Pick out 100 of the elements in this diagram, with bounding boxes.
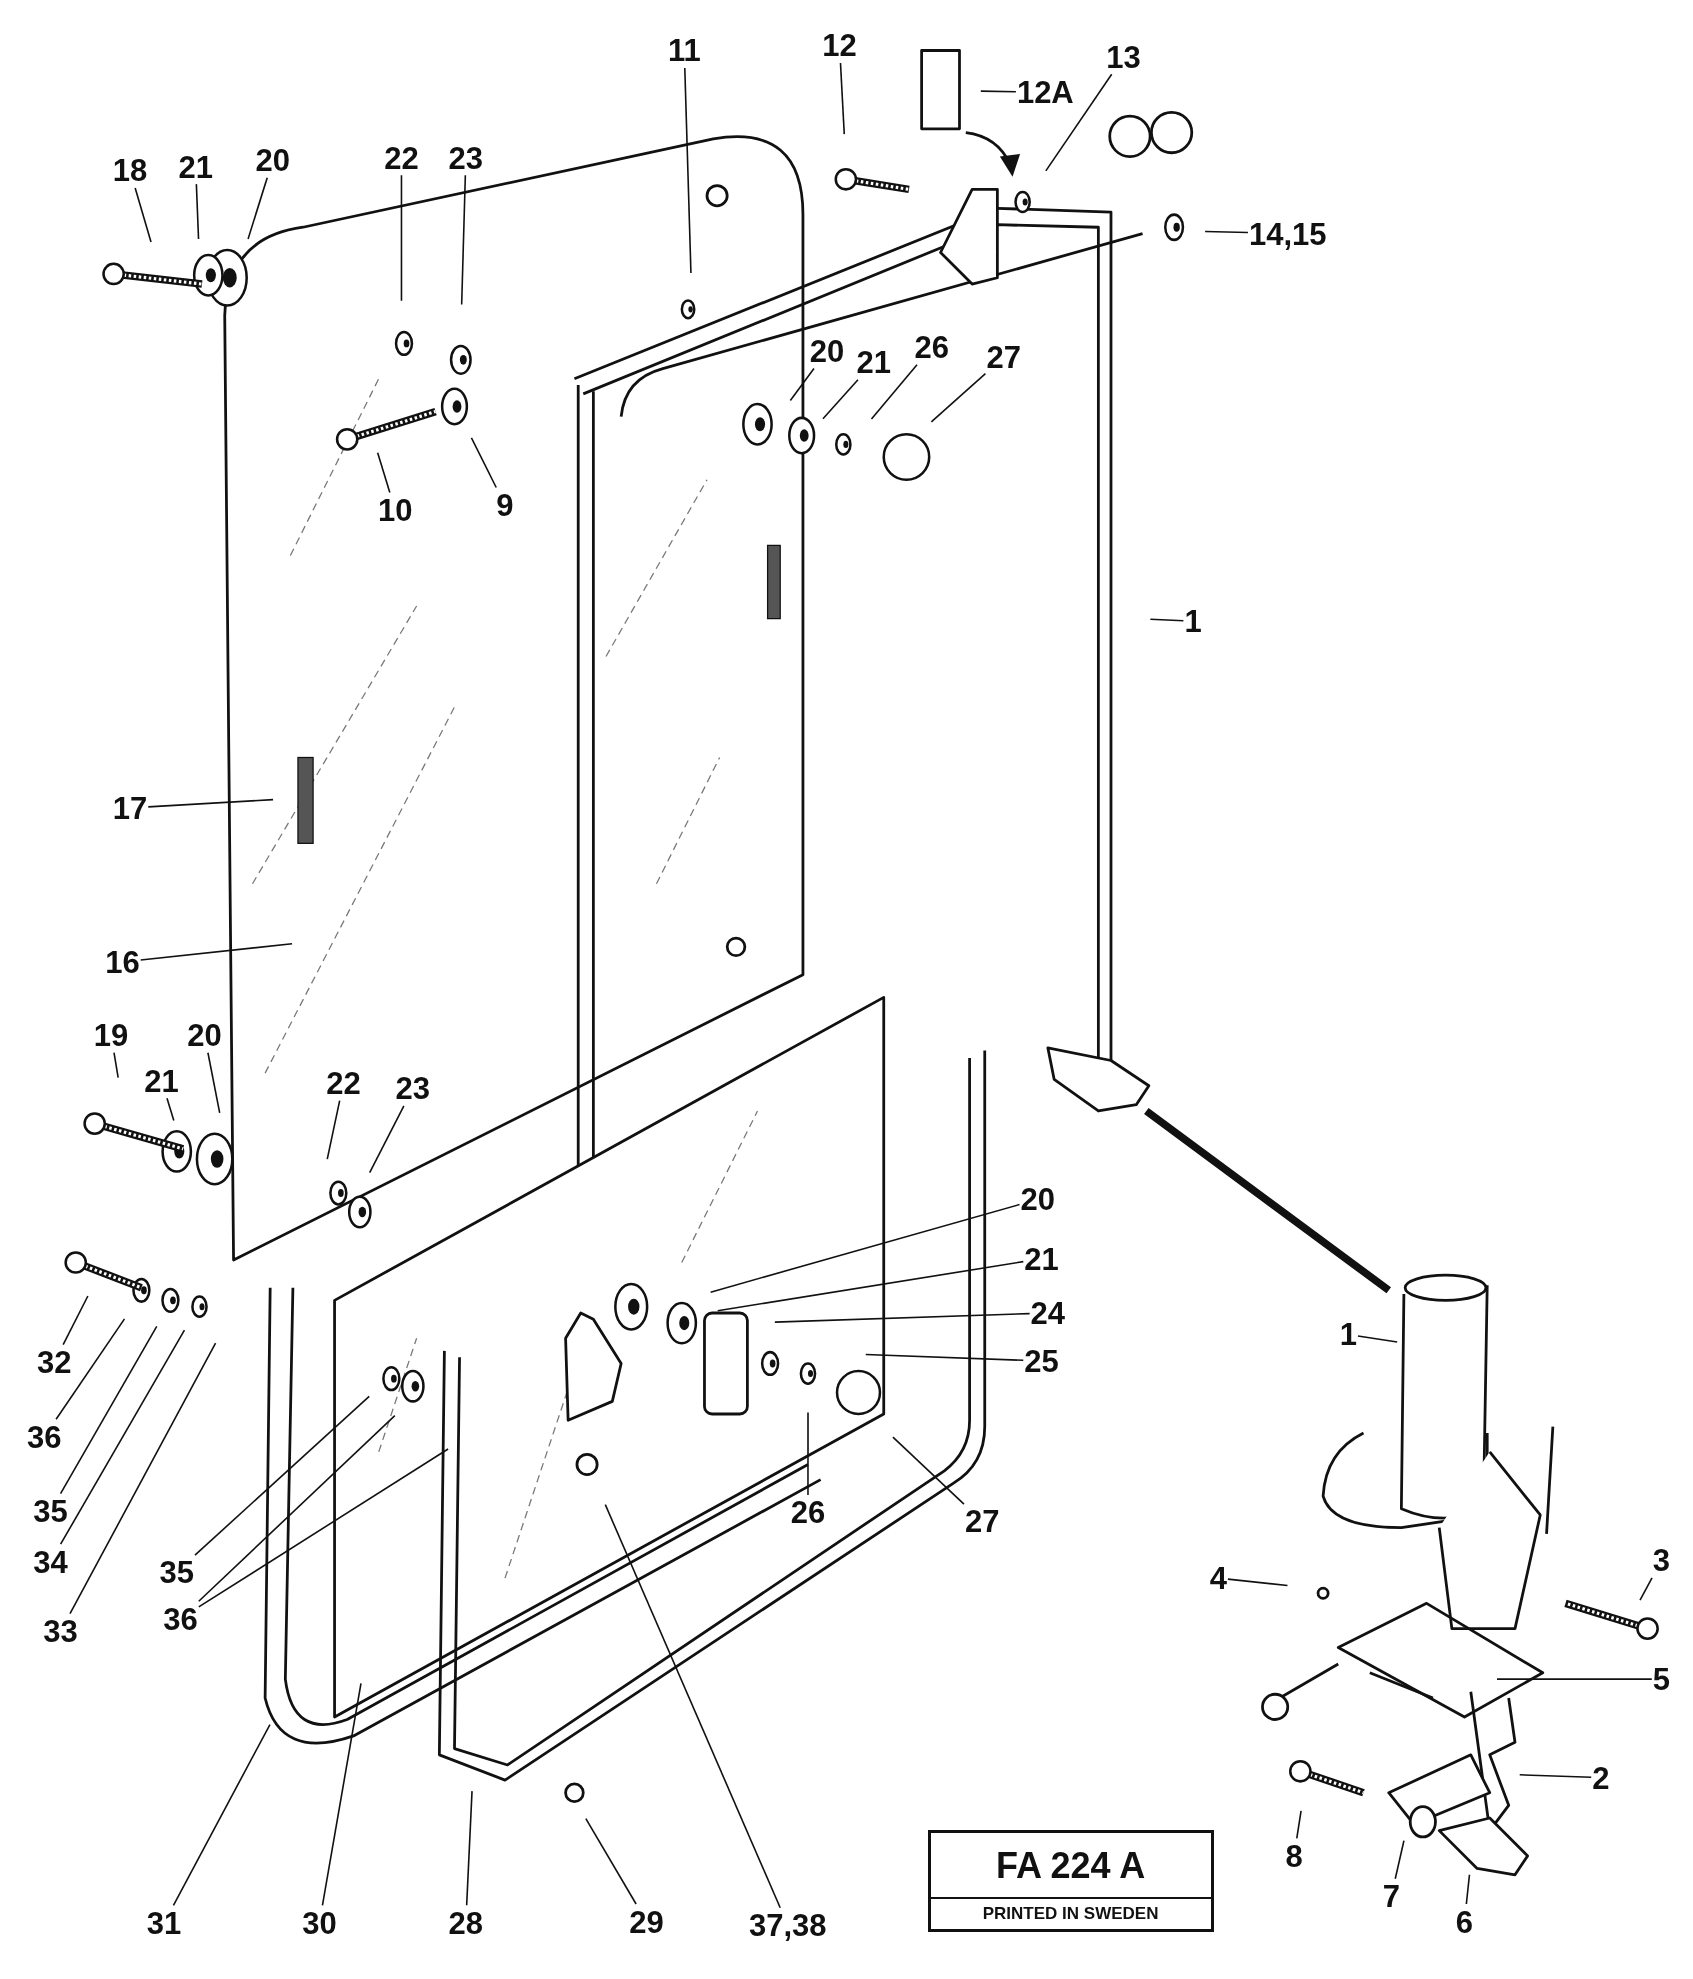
title-block (927, 1830, 1214, 1933)
leader-line (1227, 1578, 1289, 1587)
leader-line (166, 1097, 175, 1122)
leader-line (465, 1790, 473, 1907)
callout-number: 8 (1284, 1838, 1304, 1874)
leader-line (1149, 618, 1185, 622)
leader-line (69, 1342, 217, 1615)
leader-line (197, 1414, 396, 1603)
callout-number: 14,15 (1247, 216, 1328, 252)
callout-number: 6 (1454, 1904, 1475, 1939)
callout-number: 10 (376, 492, 414, 528)
leader-line (195, 183, 200, 240)
callout-number: 31 (145, 1905, 183, 1941)
leader-line (62, 1295, 89, 1346)
leader-line (368, 1104, 405, 1174)
callout-number: 12 (821, 27, 858, 63)
leader-line (980, 90, 1017, 93)
callout-number: 32 (36, 1344, 73, 1380)
callout-number: 29 (628, 1904, 665, 1939)
callout-number: 23 (447, 140, 485, 176)
callout-number: 4 (1208, 1560, 1228, 1596)
leader-line (839, 62, 846, 135)
leader-line (55, 1318, 126, 1420)
callout-number: 20 (1019, 1181, 1056, 1217)
leader-line (207, 1051, 221, 1114)
callout-number: 21 (855, 344, 892, 380)
leader-line (716, 1260, 1025, 1312)
callout-number: 17 (111, 790, 149, 826)
callout-number: 21 (177, 149, 214, 185)
callout-number: 27 (963, 1503, 1001, 1539)
callout-number: 9 (495, 487, 515, 523)
callout-number: 18 (111, 152, 149, 188)
leader-line (172, 1723, 271, 1907)
leader-line (59, 1329, 186, 1545)
leader-line (864, 1353, 1025, 1362)
callout-number: 5 (1651, 1661, 1672, 1697)
leader-line (194, 1395, 370, 1556)
callout-number: 22 (325, 1065, 362, 1101)
leader-line (326, 1099, 341, 1160)
callout-number: 30 (301, 1905, 338, 1941)
leader-line (1357, 1335, 1398, 1343)
print-note: PRINTED IN SWEDEN (930, 1897, 1211, 1930)
callout-number: 20 (186, 1017, 223, 1053)
callout-number: 20 (808, 333, 846, 369)
leader-line (684, 67, 692, 274)
leader-line (321, 1682, 362, 1907)
callout-number: 26 (913, 329, 950, 365)
leader-line (1639, 1577, 1653, 1601)
leader-line (470, 437, 498, 489)
leader-line (197, 1448, 449, 1608)
leader-line (892, 1436, 965, 1505)
callout-number: 25 (1023, 1343, 1060, 1379)
callout-number: 37,38 (748, 1907, 828, 1943)
callout-number: 35 (158, 1554, 195, 1590)
callout-number: 21 (143, 1063, 180, 1099)
callout-number: 34 (32, 1544, 69, 1580)
callout-number: 19 (92, 1017, 130, 1053)
leader-line (789, 367, 815, 402)
callout-number: 3 (1651, 1542, 1672, 1578)
callout-number: 35 (32, 1493, 69, 1529)
leader-line (1204, 230, 1249, 234)
leader-line (1496, 1678, 1653, 1680)
leader-line (147, 798, 274, 808)
leader-line (807, 1411, 809, 1496)
leader-line (774, 1312, 1031, 1323)
callout-number: 36 (162, 1601, 199, 1636)
callout-number: 27 (985, 339, 1022, 375)
callout-number: 7 (1381, 1878, 1401, 1914)
leader-line (59, 1325, 158, 1495)
callout-number: 26 (789, 1494, 827, 1530)
leader-line (585, 1817, 637, 1905)
callout-number: 11 (666, 33, 702, 68)
leader-line (930, 372, 987, 423)
callout-number: 16 (104, 944, 141, 980)
callout-number: 2 (1591, 1760, 1611, 1796)
callout-number: 24 (1029, 1295, 1067, 1331)
leader-line (604, 1503, 781, 1909)
callout-number: 22 (383, 140, 420, 176)
leader-line (139, 942, 293, 961)
leader-line (1295, 1810, 1302, 1840)
callout-number: 36 (25, 1419, 63, 1455)
leader-line (870, 363, 918, 420)
callout-number: 13 (1105, 39, 1142, 75)
leader-line (1045, 73, 1113, 172)
callout-number: 12A (1015, 74, 1075, 110)
leader-line (376, 451, 391, 494)
leader-line (113, 1051, 119, 1079)
leader-line (400, 174, 403, 302)
drawing-number: FA 224 A (994, 1844, 1147, 1889)
callout-number: 33 (42, 1613, 79, 1649)
leader-line (134, 187, 152, 243)
leader-line (1465, 1873, 1471, 1905)
leader-line (822, 379, 859, 420)
leader-line (1518, 1774, 1592, 1779)
callout-number: 1 (1338, 1316, 1358, 1352)
callout-number: 21 (1023, 1241, 1060, 1277)
callout-number: 28 (447, 1905, 485, 1941)
leader-line (1394, 1839, 1405, 1880)
leader-line (709, 1203, 1021, 1293)
callout-number: 1 (1183, 603, 1203, 639)
